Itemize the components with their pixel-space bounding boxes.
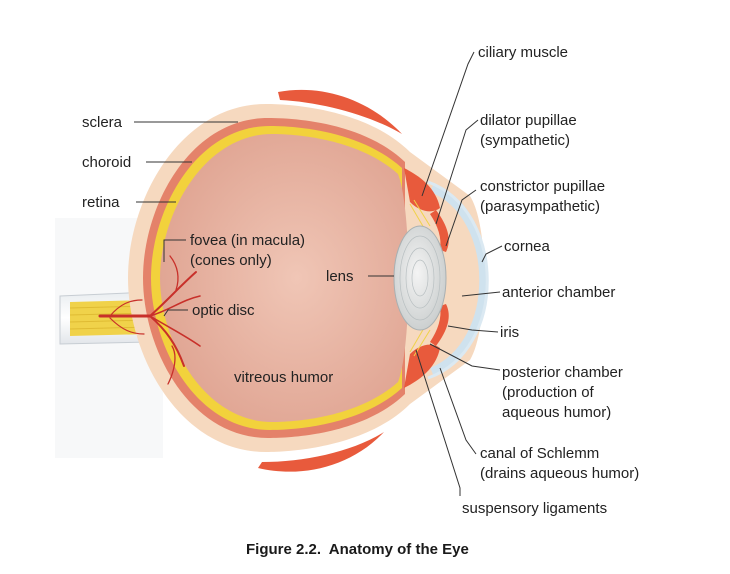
lens — [393, 225, 447, 331]
label-vitreous-humor: vitreous humor — [234, 369, 333, 386]
label-schlemm-detail: (drains aqueous humor) — [480, 465, 639, 482]
retinal-vessels — [98, 255, 201, 385]
label-posterior-detail-2: aqueous humor) — [502, 404, 611, 421]
vitreous-humor — [160, 134, 409, 422]
label-sclera: sclera — [82, 114, 123, 131]
label-dilator-pupillae: dilator pupillae — [480, 112, 577, 129]
ciliary-body-lower — [404, 344, 440, 388]
label-posterior-chamber: posterior chamber — [502, 364, 623, 381]
label-posterior-detail-1: (production of — [502, 384, 595, 401]
label-canal-of-schlemm: canal of Schlemm — [480, 445, 599, 462]
label-constrictor-pupillae: constrictor pupillae — [480, 178, 605, 195]
iris-upper — [430, 210, 449, 252]
lens-rings — [399, 235, 441, 321]
label-suspensory-ligaments: suspensory ligaments — [462, 500, 607, 517]
label-fovea: fovea (in macula) — [190, 232, 305, 249]
label-fovea-detail: (cones only) — [190, 252, 272, 269]
inferior-muscle — [258, 432, 384, 472]
label-anterior-chamber: anterior chamber — [502, 284, 615, 301]
superior-muscle — [278, 89, 402, 134]
label-ciliary-muscle: ciliary muscle — [478, 44, 568, 61]
label-constrictor-detail: (parasympathetic) — [480, 198, 600, 215]
cornea-outer — [427, 180, 489, 380]
iris-lower — [430, 304, 449, 346]
figure-caption: Figure 2.2. Anatomy of the Eye — [246, 541, 469, 558]
label-dilator-detail: (sympathetic) — [480, 132, 570, 149]
label-choroid: choroid — [82, 154, 131, 171]
label-retina: retina — [82, 194, 120, 211]
ciliary-body-upper — [404, 168, 440, 212]
label-cornea: cornea — [504, 238, 551, 255]
label-optic-disc: optic disc — [192, 302, 255, 319]
label-iris: iris — [500, 324, 519, 341]
leader-lines — [134, 51, 503, 496]
label-lens: lens — [326, 268, 354, 285]
